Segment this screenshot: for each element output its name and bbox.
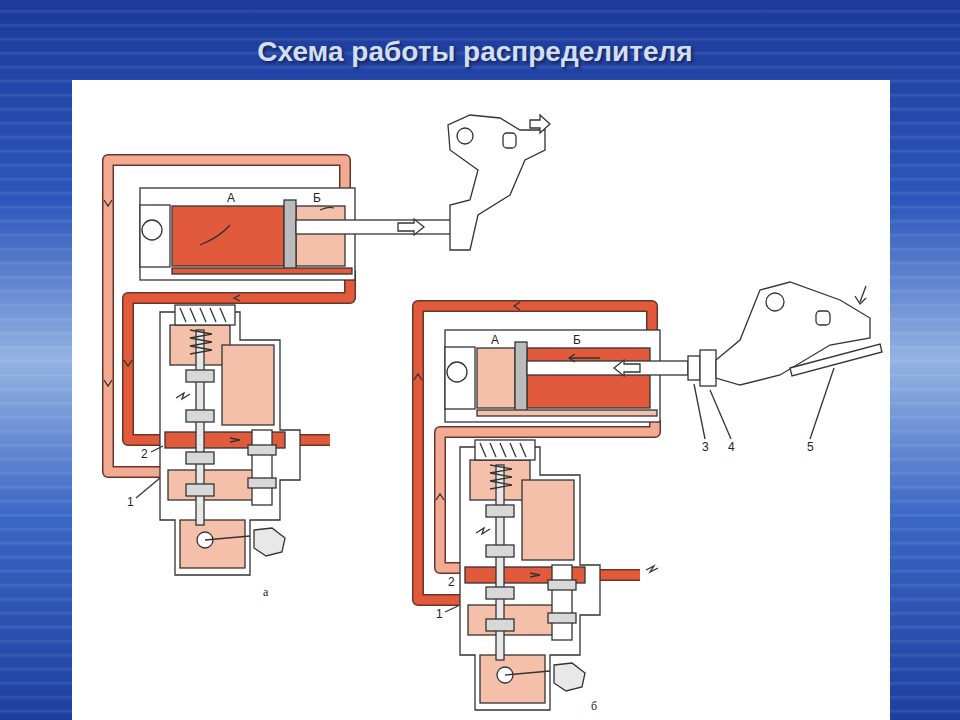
callout-number: 3 xyxy=(701,441,710,454)
callout-number: 2 xyxy=(447,576,456,589)
callout-number: 1 xyxy=(126,496,135,509)
cylinder-b-part xyxy=(855,286,866,304)
cylinder-a-part xyxy=(398,219,424,235)
leaders-b-part xyxy=(810,368,834,439)
cylinder-b-part xyxy=(515,342,527,412)
cylinder-a-part xyxy=(448,115,545,250)
cylinder-a xyxy=(140,115,550,280)
cylinder-b-part xyxy=(688,356,700,380)
leaders-b xyxy=(445,368,834,612)
chamber-letter: А xyxy=(226,192,236,205)
cylinder-b-part xyxy=(569,354,600,362)
cylinder-b-part xyxy=(447,362,467,382)
distributor-a xyxy=(160,305,300,575)
cylinder-b-part xyxy=(477,410,657,416)
chamber-letter: Б xyxy=(572,334,582,347)
leaders-a-part xyxy=(136,478,160,498)
leaders-b-part xyxy=(694,384,705,439)
cylinder-a-part xyxy=(457,128,473,144)
cylinder-b xyxy=(445,282,882,422)
cylinder-b-part xyxy=(816,311,830,325)
cylinder-b-part xyxy=(766,293,784,311)
leaders-b-part xyxy=(445,606,458,612)
slide-title: Схема работы распределителя xyxy=(0,36,950,68)
cylinder-b-part xyxy=(445,330,660,422)
cylinder-b-part xyxy=(700,350,716,386)
cylinder-b-part xyxy=(790,344,882,376)
cylinder-a-part xyxy=(530,115,550,133)
cylinder-a-part xyxy=(172,206,284,266)
cylinder-b-part xyxy=(445,347,475,409)
distributor-b xyxy=(460,440,600,710)
cylinder-b-part xyxy=(527,361,688,375)
cylinder-b-part xyxy=(477,348,515,408)
cylinder-b-part xyxy=(614,360,640,376)
callout-number: 2 xyxy=(140,448,149,461)
cylinder-a-part xyxy=(200,207,334,245)
chamber-letter: А xyxy=(490,334,500,347)
cylinder-a-part xyxy=(296,206,345,266)
cylinder-a-part xyxy=(503,133,516,148)
leaders-a-part xyxy=(151,446,163,452)
leaders-b-part xyxy=(710,390,731,439)
figure-letter: б xyxy=(590,700,598,713)
cylinder-a-part xyxy=(296,220,462,234)
cylinder-a-part xyxy=(142,220,162,240)
pipes-b-part xyxy=(646,566,658,572)
callout-number: 5 xyxy=(806,441,815,454)
cylinder-b-part xyxy=(527,348,650,408)
cylinder-a-part xyxy=(140,205,170,267)
cylinder-a-part xyxy=(284,200,296,270)
leaders-a xyxy=(136,446,163,498)
callout-number: 1 xyxy=(435,608,444,621)
figure-letter: а xyxy=(262,586,269,599)
callout-number: 4 xyxy=(727,441,736,454)
chamber-letter: Б xyxy=(312,192,322,205)
cylinder-a-part xyxy=(172,268,352,274)
